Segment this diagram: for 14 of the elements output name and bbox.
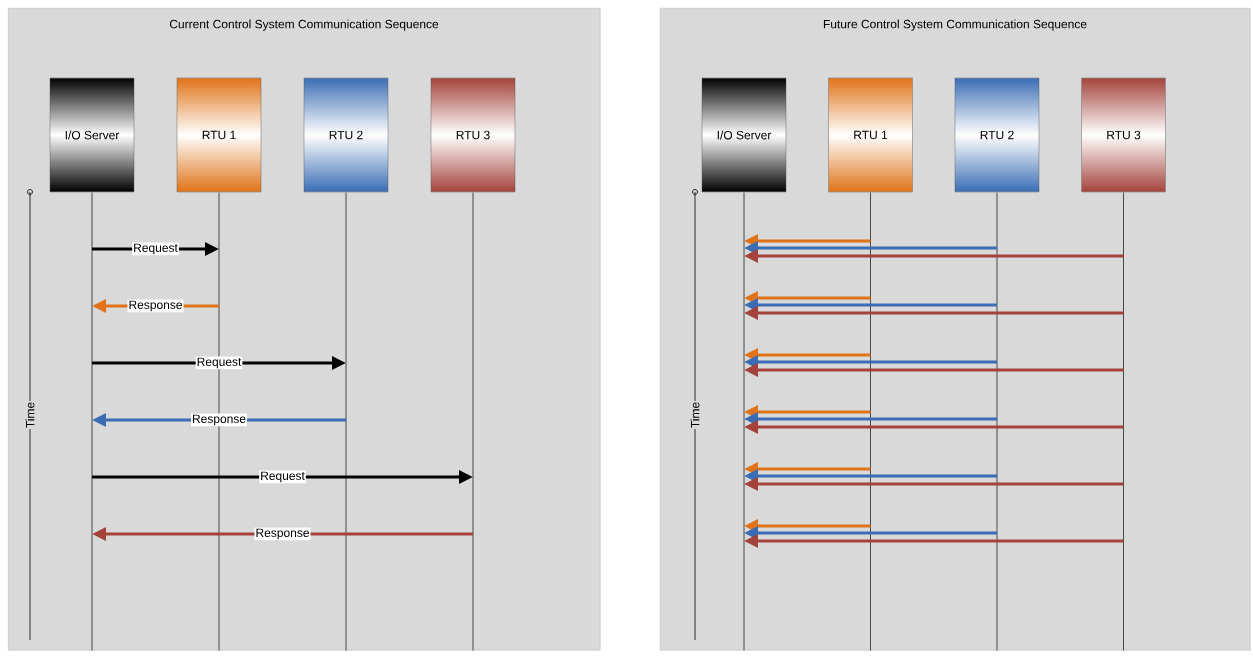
participant-box: RTU 1 xyxy=(176,77,262,193)
participant-box: I/O Server xyxy=(701,77,787,193)
lifeline xyxy=(1123,192,1124,651)
participant-box: RTU 3 xyxy=(1081,77,1166,193)
participant-box: RTU 2 xyxy=(954,77,1040,193)
lifeline xyxy=(870,192,871,651)
participant-box: RTU 3 xyxy=(430,77,516,193)
panel-title: Current Control System Communication Sequence xyxy=(169,19,439,31)
panel-title: Future Control System Communication Sequence xyxy=(823,19,1087,31)
participant-box: I/O Server xyxy=(49,77,135,193)
participant-box: RTU 1 xyxy=(828,77,913,193)
axis-label: Time xyxy=(689,400,701,430)
participant-box: RTU 2 xyxy=(303,77,389,193)
axis-label: Time xyxy=(24,400,36,430)
